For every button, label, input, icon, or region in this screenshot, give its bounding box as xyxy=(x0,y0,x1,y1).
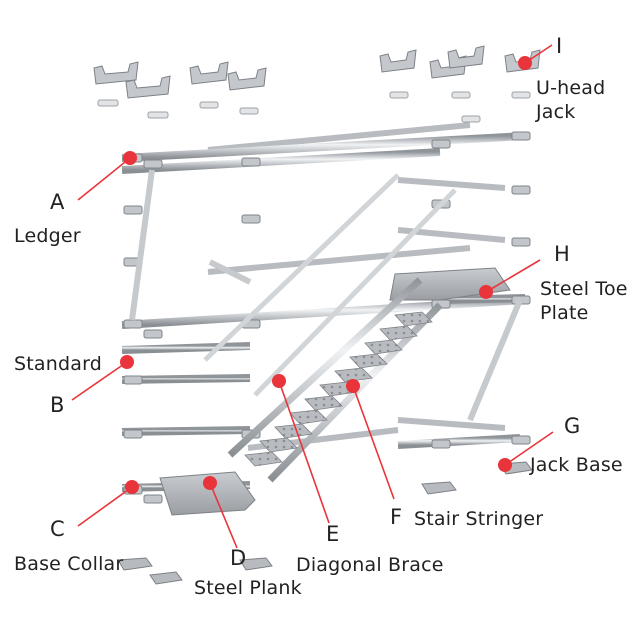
leader-line-g xyxy=(504,431,554,466)
callout-label-u-head-jack: U-head Jack xyxy=(536,77,606,123)
callout-letter-e: E xyxy=(326,522,340,546)
marker-dot-i xyxy=(518,56,532,70)
leader-line-a xyxy=(77,157,131,201)
callout-letter-a: A xyxy=(50,190,65,214)
callout-label-steel-plank: Steel Plank xyxy=(194,577,302,599)
marker-dot-d xyxy=(203,476,217,490)
leader-line-d xyxy=(209,482,238,549)
diagonal-braces xyxy=(129,169,523,422)
leader-line-f xyxy=(352,385,395,500)
callout-label-ledger: Ledger xyxy=(14,225,81,247)
leader-line-c xyxy=(77,486,133,527)
callout-label-diagonal-brace: Diagonal Brace xyxy=(296,554,444,576)
front-ledgers xyxy=(121,132,526,492)
marker-dot-a xyxy=(123,151,137,165)
callout-label-standard: Standard xyxy=(14,353,103,375)
leader-line-h xyxy=(485,259,541,293)
callout-letter-h: H xyxy=(554,242,570,266)
callout-letter-g: G xyxy=(564,414,581,438)
marker-dot-b xyxy=(120,355,134,369)
marker-dot-e xyxy=(272,374,286,388)
callout-leaders xyxy=(71,44,554,549)
callout-letter-b: B xyxy=(50,393,65,417)
jack-collars xyxy=(97,91,531,123)
marker-dot-g xyxy=(498,458,512,472)
marker-dot-f xyxy=(346,379,360,393)
bottom-steel-plank xyxy=(159,471,256,516)
callout-letter-f: F xyxy=(390,505,403,529)
callout-label-stair-stringer: Stair Stringer xyxy=(414,508,544,530)
callout-markers xyxy=(120,56,532,494)
callout-label-steel-toe-plate: Steel Toe Plate xyxy=(540,278,628,324)
leader-line-b xyxy=(71,361,128,401)
u-head-jacks xyxy=(93,45,541,99)
callout-letter-d: D xyxy=(230,546,247,570)
callout-letter-c: C xyxy=(50,517,65,541)
marker-dot-c xyxy=(125,480,139,494)
callout-label-jack-base: Jack Base xyxy=(530,454,623,476)
leader-line-e xyxy=(278,380,330,524)
callout-letter-i: I xyxy=(556,34,563,58)
callout-label-base-collar: Base Collar xyxy=(14,553,124,575)
marker-dot-h xyxy=(479,285,493,299)
